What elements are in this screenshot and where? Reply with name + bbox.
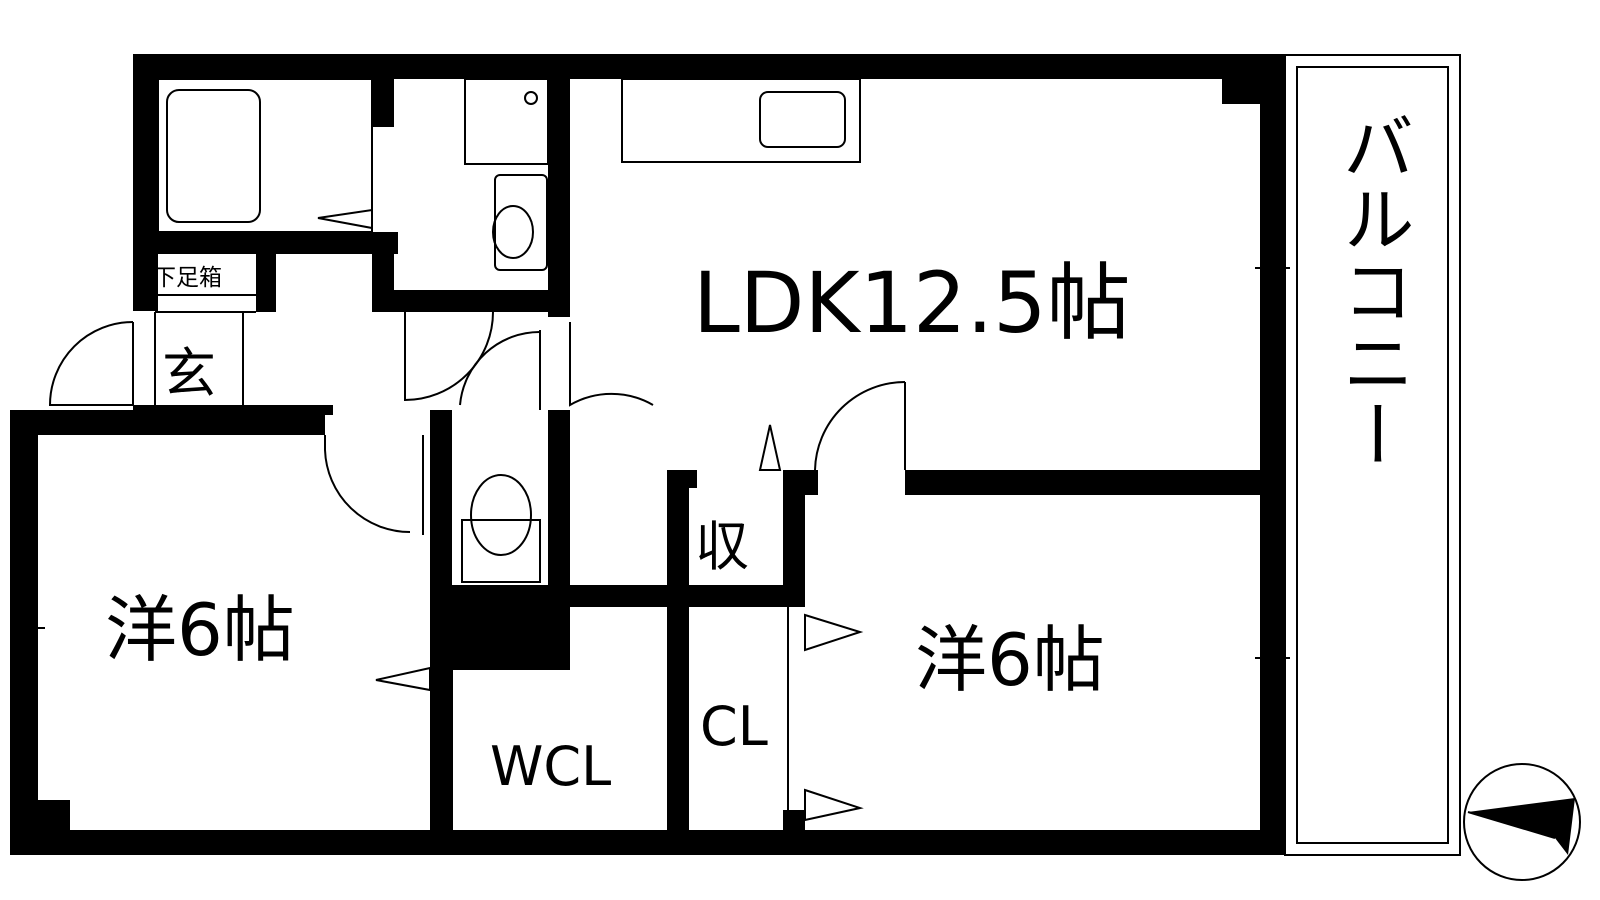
storage-label: 収 xyxy=(695,515,749,578)
bathtub-icon xyxy=(157,78,373,233)
north-arrow-icon xyxy=(1463,763,1581,881)
closet-label: CL xyxy=(700,695,768,758)
interior-walls xyxy=(133,79,1285,850)
doors xyxy=(48,208,906,830)
entrance-label: 玄 xyxy=(162,342,216,405)
walkin-closet-label: WCL xyxy=(490,735,611,798)
toilet-icon xyxy=(461,474,541,583)
kitchen-counter-icon xyxy=(621,78,861,163)
windows xyxy=(10,149,1290,776)
ldk-label: LDK12.5帖 xyxy=(693,254,1131,352)
exterior-walls xyxy=(10,54,1285,855)
western-room-right-label: 洋6帖 xyxy=(915,618,1105,702)
western-room-left-label: 洋6帖 xyxy=(105,588,295,672)
washbasin-icon xyxy=(464,78,549,271)
shoe-cabinet-label: 下足箱 xyxy=(153,265,222,291)
balcony-label: バルコニー xyxy=(1330,110,1414,470)
